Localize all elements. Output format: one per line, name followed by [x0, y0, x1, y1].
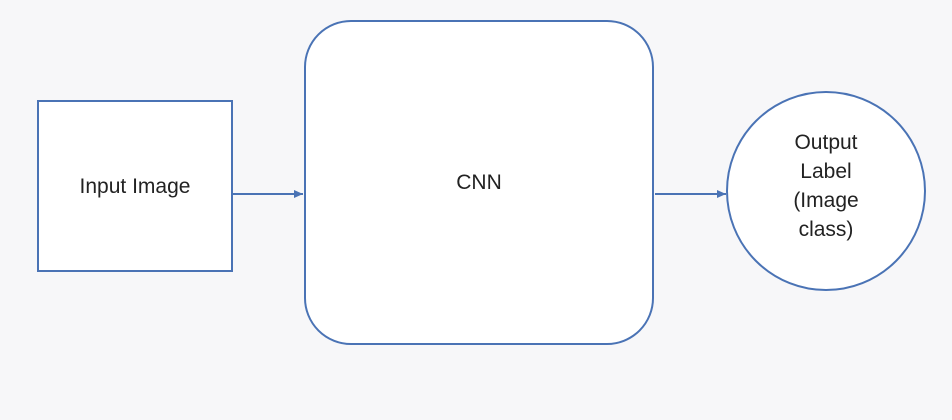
output-label-line-4: class) [799, 218, 854, 241]
cnn-box [304, 20, 654, 345]
cnn-label: CNN [456, 171, 502, 194]
output-label-line-2: Label [800, 160, 851, 183]
output-label-line-1: Output [794, 131, 857, 154]
output-label-line-3: (Image [793, 189, 858, 212]
output-label-circle [726, 91, 926, 291]
input-image-label: Input Image [80, 175, 191, 198]
input-image-box [37, 100, 233, 272]
